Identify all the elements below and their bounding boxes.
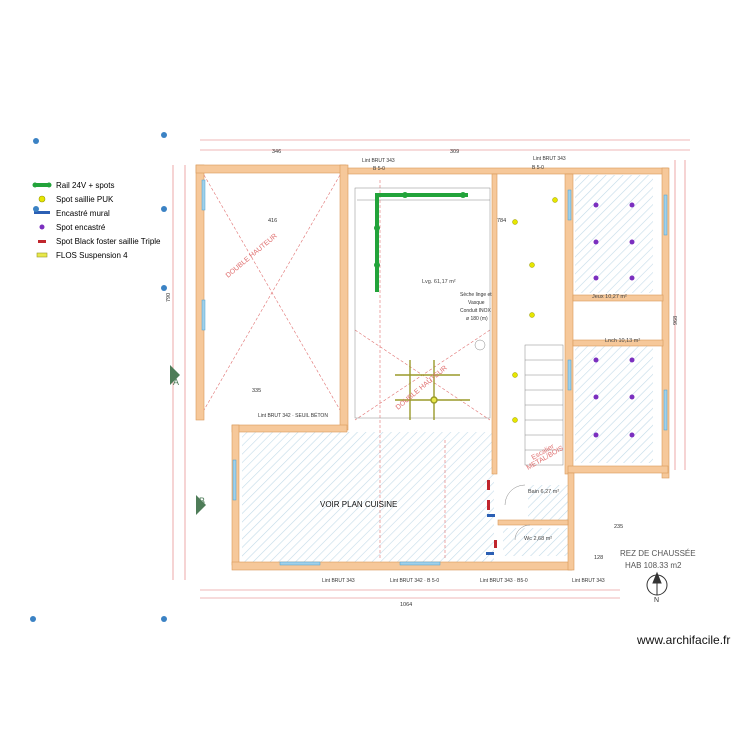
area-label-wc: Wc 2,68 m²	[524, 536, 552, 542]
area-label-lnch: Lnch 10,13 m²	[605, 338, 640, 344]
wall-recessed-lights	[486, 514, 495, 555]
dimension-lines	[172, 139, 690, 599]
rail-spots	[374, 192, 466, 268]
rail-24v	[375, 193, 468, 292]
legend-label: Spot Black foster saillie Triple	[56, 236, 161, 246]
lint-mid: Lint BRUT 342 · SEUIL BÉTON	[258, 412, 328, 419]
page-handle-mid-left[interactable]	[33, 206, 39, 212]
lint-bottom-2: Lint BRUT 342 · B 5-0	[390, 578, 439, 584]
floor-title: REZ DE CHAUSSÉE	[620, 549, 696, 558]
legend-label: Rail 24V + spots	[56, 180, 115, 190]
area-label-living: Lvg. 61,17 m²	[422, 279, 456, 285]
dim-top-1: 346	[272, 149, 281, 155]
legend-label: Encastré mural	[56, 208, 110, 218]
wall-recessed-icon	[30, 208, 56, 218]
note-line-1: Sèche linge et	[460, 292, 492, 298]
bsd-top: B 5-0	[373, 166, 385, 172]
legend: Rail 24V + spots Spot saillie PUK Encast…	[30, 178, 161, 262]
note-line-3: Conduit INOX	[460, 308, 492, 314]
note-line-4: ø 180 (m)	[466, 316, 488, 322]
dim-235: 235	[614, 524, 623, 530]
page-handle-top-left[interactable]	[33, 138, 39, 144]
lint-bottom-1: Lint BRUT 343	[322, 578, 355, 584]
legend-item-recessed-spot: Spot encastré	[30, 220, 161, 234]
page-handle-bottom-right[interactable]	[161, 616, 167, 622]
floor-area: HAB 108.33 m2	[625, 561, 682, 570]
note-line-2: Vasque	[468, 300, 485, 306]
legend-label: FLOS Suspension 4	[56, 250, 128, 260]
dim-784: 784	[497, 218, 506, 224]
lint-bottom-4: Lint BRUT 343	[572, 578, 605, 584]
legend-item-black-foster: Spot Black foster saillie Triple	[30, 234, 161, 248]
page-handle-top-right[interactable]	[161, 132, 167, 138]
recessed-spots	[593, 202, 635, 438]
windows	[201, 179, 668, 566]
page-handle-bottom-left[interactable]	[30, 616, 36, 622]
dim-335: 335	[252, 388, 261, 394]
bsd-top-2: B 5-0	[532, 165, 544, 171]
watermark: www.archifacile.fr	[637, 633, 731, 647]
rail-icon	[30, 180, 56, 190]
recessed-spot-icon	[30, 222, 56, 232]
legend-item-puk: Spot saillie PUK	[30, 192, 161, 206]
dim-total: 1064	[400, 602, 412, 608]
dim-left: 790	[166, 293, 172, 302]
section-label-b: B	[199, 496, 205, 506]
dim-right: 968	[673, 316, 679, 325]
spot-puk-icon	[30, 194, 56, 204]
lint-top-2: Lint BRUT 343	[533, 156, 566, 162]
black-foster-spots	[487, 480, 497, 548]
dim-top-2: 309	[450, 149, 459, 155]
lint-top-1: Lint BRUT 343	[362, 158, 395, 164]
walls	[195, 164, 670, 571]
north-label: N	[654, 597, 659, 604]
area-label-bain: Bain 6,27 m²	[528, 489, 559, 495]
dim-128: 128	[594, 555, 603, 561]
north-arrow	[646, 571, 668, 596]
double-height-label-2: DOUBLE HAUTEUR	[395, 365, 449, 412]
flos-suspension-icon	[30, 250, 56, 260]
legend-label: Spot saillie PUK	[56, 194, 114, 204]
section-marks	[170, 365, 206, 515]
area-label-jeux: Jeux 10,27 m²	[592, 294, 627, 300]
flos-suspension	[395, 360, 470, 420]
double-height-label: DOUBLE HAUTEUR	[225, 233, 279, 280]
interior-lines	[354, 187, 564, 541]
floor-hatching	[242, 175, 653, 562]
lint-bottom-3: Lint BRUT 343 · B5-0	[480, 578, 528, 584]
dim-416: 416	[268, 218, 277, 224]
page-handle-side[interactable]	[161, 285, 167, 291]
legend-item-wall-recessed: Encastré mural	[30, 206, 161, 220]
puk-spots	[512, 197, 558, 423]
black-foster-icon	[30, 236, 56, 246]
legend-item-rail: Rail 24V + spots	[30, 178, 161, 192]
legend-label: Spot encastré	[56, 222, 106, 232]
section-label-a: A	[173, 377, 179, 387]
page-handle-mid-right[interactable]	[161, 206, 167, 212]
legend-item-flos: FLOS Suspension 4	[30, 248, 161, 262]
kitchen-room-label: VOIR PLAN CUISINE	[320, 500, 397, 509]
